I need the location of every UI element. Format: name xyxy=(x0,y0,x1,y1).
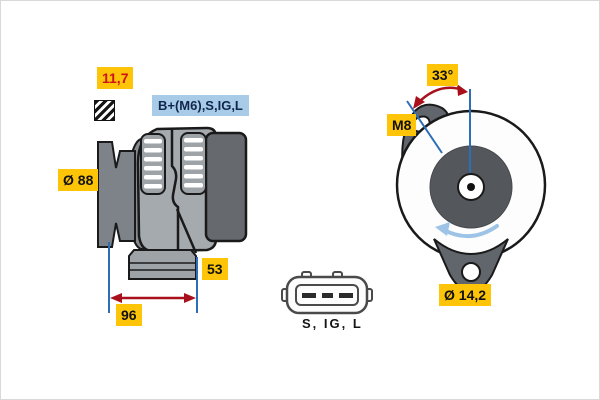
v-belt-pulley xyxy=(97,141,136,248)
bottom-lug-hole xyxy=(461,262,481,282)
pulley-diameter-label: Ø 88 xyxy=(58,169,99,191)
hole-diameter-label: Ø 14,2 xyxy=(439,284,492,306)
connector-plug xyxy=(281,271,373,315)
dim-53-label: 53 xyxy=(202,258,228,280)
terminals-label: B+(M6),S,IG,L xyxy=(152,95,249,116)
lug-axis-line xyxy=(406,100,443,154)
cooling-fins-rear xyxy=(180,132,207,195)
dimension-arrow-96 xyxy=(110,293,196,303)
pin-l xyxy=(339,293,353,298)
thread-label: M8 xyxy=(387,114,417,136)
alternator-side-view xyxy=(97,126,248,280)
pin-ig xyxy=(322,293,333,298)
hatched-square-icon xyxy=(94,100,115,121)
alternator-front-view xyxy=(395,84,547,294)
pin-s xyxy=(302,293,316,298)
lower-bracket-edge xyxy=(175,208,198,254)
counterclockwise-arrow-icon xyxy=(435,222,499,238)
mounting-foot xyxy=(128,249,197,280)
shaft-center xyxy=(467,183,475,191)
belt-width-label: 11,7 xyxy=(97,67,134,89)
dim-96-label: 96 xyxy=(116,304,142,326)
rear-cover xyxy=(204,131,248,243)
housing-seam xyxy=(170,128,180,250)
connector-pins-label: S, IG, L xyxy=(302,316,363,331)
side-view-dimensions xyxy=(108,242,198,313)
cooling-fins-front xyxy=(140,133,166,195)
angle-label: 33° xyxy=(427,64,459,86)
angle-arrow-33 xyxy=(413,84,468,109)
